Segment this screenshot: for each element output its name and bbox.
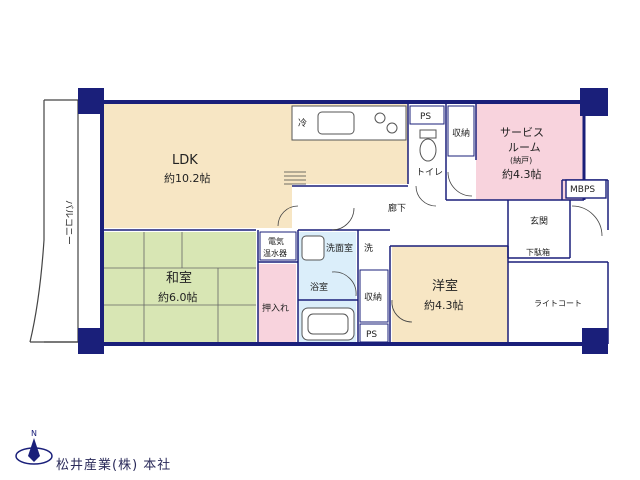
corridor-label: 廊下 xyxy=(388,202,406,214)
ps-bottom-box xyxy=(359,323,389,343)
storage-bottom-label: 収納 xyxy=(364,291,382,303)
company-name: 松井産業(株) 本社 xyxy=(56,458,172,473)
service-size: 約4.3帖 xyxy=(502,167,542,181)
storage-top-box xyxy=(447,105,475,157)
storage-top-label: 収納 xyxy=(452,127,470,139)
ps-top-box xyxy=(409,105,445,125)
tatami-lines xyxy=(104,232,256,342)
wash-label: 洗 xyxy=(364,242,373,254)
storage-bottom-box xyxy=(359,269,389,323)
washitsu-room xyxy=(104,232,256,342)
washitsu-size: 約6.0帖 xyxy=(158,290,198,304)
ps-top-label: PS xyxy=(420,112,431,122)
entrance-label: 玄関 xyxy=(530,215,548,227)
service-line3: (納戸) xyxy=(510,155,532,165)
interior-walls xyxy=(104,104,609,344)
yoshitsu-room xyxy=(392,246,508,342)
water-heater-label-2: 温水器 xyxy=(263,248,287,258)
kitchen-counter xyxy=(291,105,407,141)
mbps-box xyxy=(565,179,607,199)
closet-area xyxy=(258,264,296,342)
pillar-top-right xyxy=(580,88,608,116)
stove-burner-icon xyxy=(374,112,386,124)
pillar-bottom-right xyxy=(582,328,608,354)
service-line1: サービス xyxy=(500,126,544,139)
light-court-label: ライトコート xyxy=(534,299,582,308)
yoshitsu-name: 洋室 xyxy=(432,278,458,294)
pillar-bottom-left xyxy=(78,328,104,354)
yoshitsu-size: 約4.3帖 xyxy=(424,298,464,312)
ps-bottom-label: PS xyxy=(366,330,377,340)
bathtub-icon xyxy=(301,307,355,341)
stove-burner-icon-2 xyxy=(386,122,398,134)
service-line2: ルーム xyxy=(508,141,541,154)
shoe-box-label: 下駄箱 xyxy=(526,247,550,257)
washbasin-icon xyxy=(301,235,325,261)
mbps-label: MBPS xyxy=(570,185,595,195)
compass-north-label: N xyxy=(31,429,37,438)
compass-icon: N xyxy=(15,429,53,465)
balcony: バルコニー xyxy=(29,99,79,343)
water-heater-label-1: 電気 xyxy=(268,236,284,246)
walls xyxy=(100,100,586,346)
washitsu-name: 和室 xyxy=(166,270,192,286)
balcony-label: バルコニー xyxy=(63,200,74,245)
toilet-icon xyxy=(419,129,437,162)
pillar-top-left xyxy=(78,88,104,114)
ldk-size: 約10.2帖 xyxy=(164,171,211,185)
ldk-name: LDK xyxy=(172,153,198,168)
water-heater-box xyxy=(259,231,297,261)
step-icon xyxy=(284,171,306,185)
sink-icon xyxy=(317,111,355,135)
washroom-label: 洗面室 xyxy=(326,242,353,254)
toilet-label: トイレ xyxy=(416,168,443,178)
fridge-label: 冷 xyxy=(298,117,307,129)
door-swings xyxy=(277,171,603,323)
ldk-room xyxy=(104,104,292,228)
closet-label: 押入れ xyxy=(262,302,289,314)
bathroom-label: 浴室 xyxy=(310,281,328,293)
